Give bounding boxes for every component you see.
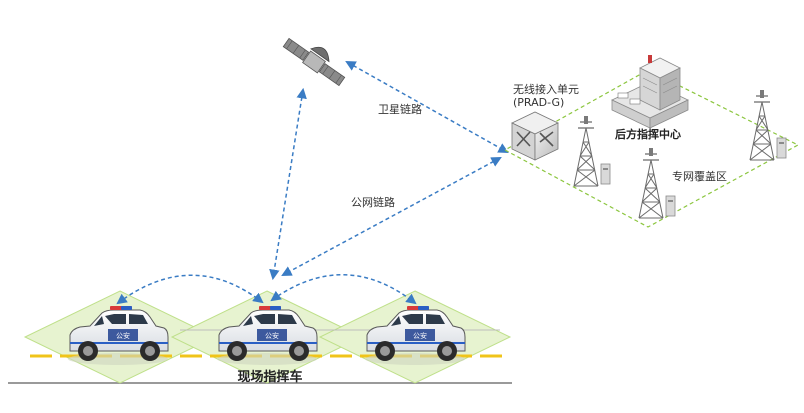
satellite-icon: [282, 37, 346, 87]
private-network-coverage-label: 专网覆盖区: [672, 169, 727, 183]
public-network-link-label: 公网链路: [351, 195, 395, 209]
satellite-link-line: [345, 60, 509, 154]
command-building-icon: [611, 55, 689, 129]
wireless-access-unit-label: 无线接入单元: [513, 82, 579, 96]
satellite-link-label: 卫星链路: [378, 102, 422, 116]
onsite-command-vehicle-label: 现场指挥车: [237, 369, 302, 385]
wireless-access-unit-model: (PRAD-G): [513, 96, 564, 109]
rear-command-center-label: 后方指挥中心: [615, 127, 681, 141]
wireless-access-unit-icon: [511, 111, 559, 161]
public-network-link-line: [281, 157, 502, 276]
satellite-to-vehicle-link: [269, 87, 307, 281]
